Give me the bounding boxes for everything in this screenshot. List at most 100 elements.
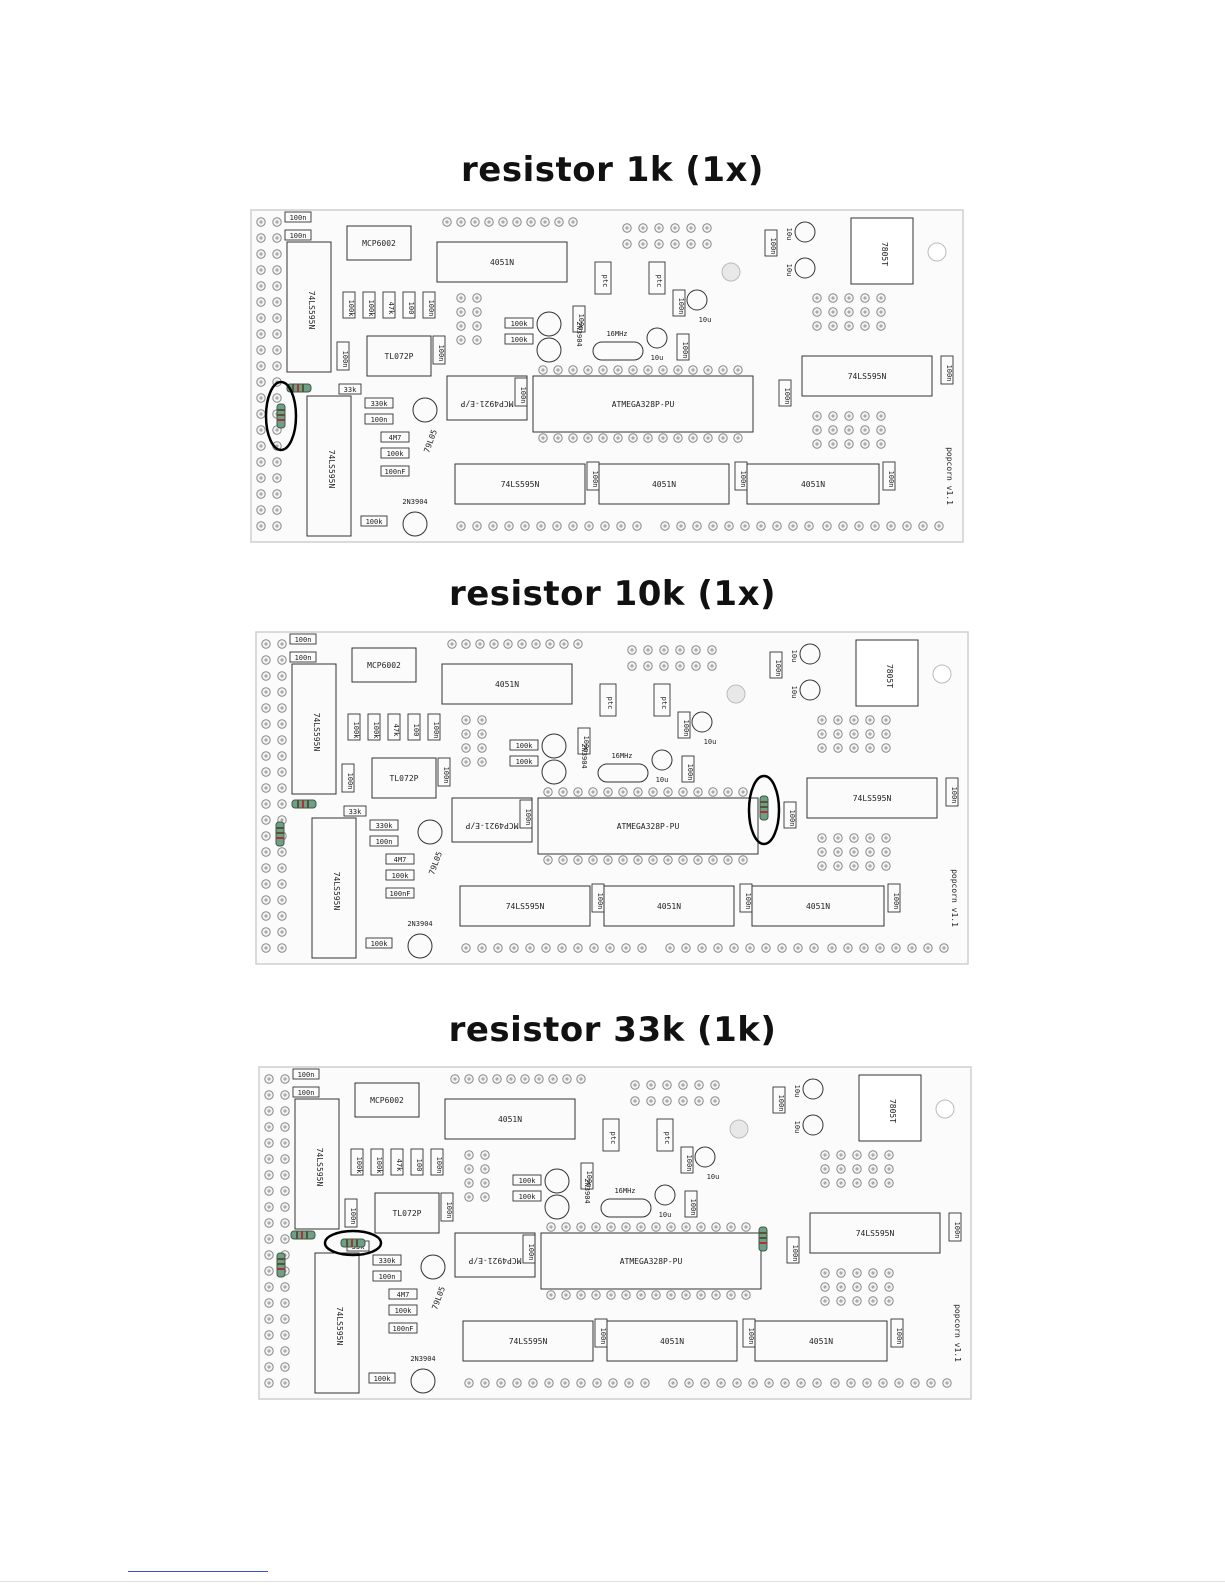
component-footprint: 100n [783, 801, 797, 829]
pad-hole [259, 476, 263, 480]
pad-hole [283, 1109, 287, 1113]
component-footprint: 100k [360, 515, 388, 527]
pad-hole [863, 442, 867, 446]
pad-hole [815, 310, 819, 314]
pad-hole [551, 1077, 555, 1081]
ic-outline [441, 663, 573, 705]
pad-hole [671, 1381, 675, 1385]
component-label: 100n [686, 764, 694, 781]
pad-hole [855, 1299, 859, 1303]
ic-74ls595-left-bottom: 74LS595N [311, 817, 357, 959]
pad-hole [499, 1381, 503, 1385]
pad-hole [841, 524, 845, 528]
pad-hole [543, 220, 547, 224]
pad-hole [836, 850, 840, 854]
footprint-outline [284, 211, 312, 223]
pad-hole [855, 1167, 859, 1171]
crystal-label: 16MHz [606, 330, 627, 338]
pad-hole [662, 664, 666, 668]
ic-label: 4051N [652, 480, 676, 489]
pad-hole [868, 836, 872, 840]
ic-label: 4051N [660, 1337, 684, 1346]
pad-hole [879, 414, 883, 418]
component-label: 100n [591, 471, 599, 488]
ic-label: ATMEGA328P-PU [612, 400, 675, 409]
component-footprint: 100n [882, 461, 896, 491]
pad-hole [264, 866, 268, 870]
footprint-outline [940, 355, 954, 385]
pad-hole [868, 864, 872, 868]
pad-hole [283, 1317, 287, 1321]
pad-hole [264, 946, 268, 950]
pad-hole [280, 642, 284, 646]
ic-label: 4051N [806, 902, 830, 911]
pad-hole [491, 524, 495, 528]
pad-hole [665, 1083, 669, 1087]
crystal-footprint [592, 341, 644, 361]
component-label: 100k [519, 1193, 537, 1201]
pad-hole [887, 1167, 891, 1171]
pad-hole [264, 770, 268, 774]
pad-hole [529, 220, 533, 224]
component-label: 100n [527, 1244, 535, 1261]
pad-hole [726, 858, 730, 862]
component-footprint: 33k [338, 383, 362, 395]
pad-hole [727, 524, 731, 528]
pad-hole [283, 1365, 287, 1369]
footer-link-underline[interactable] [128, 1571, 268, 1572]
pad-hole [796, 946, 800, 950]
pad-hole [576, 642, 580, 646]
footprint-outline [350, 1148, 364, 1176]
pad-hole [496, 946, 500, 950]
pad-hole [863, 414, 867, 418]
ic-label: 4051N [801, 480, 825, 489]
component-footprint: 100k [350, 1148, 364, 1176]
footprint-outline [519, 799, 533, 829]
pad-hole [259, 284, 263, 288]
pad-hole [706, 436, 710, 440]
pad-hole [267, 1285, 271, 1289]
component-label: 100n [298, 1071, 315, 1079]
footprint-outline [769, 651, 783, 679]
ic-outline [801, 355, 933, 397]
pad-hole [624, 1293, 628, 1297]
pad-hole [726, 790, 730, 794]
regulator-outline [855, 639, 919, 707]
pad-hole [643, 1381, 647, 1385]
pad-hole [267, 1253, 271, 1257]
pad-hole [783, 1381, 787, 1385]
pad-hole [942, 946, 946, 950]
step-title-1k: resistor 1k (1x) [461, 150, 764, 190]
ic-label: MCP4921-E/P [465, 821, 518, 830]
component-footprint: 100n [948, 1212, 962, 1242]
pad-hole [847, 414, 851, 418]
component-footprint: 100 [402, 291, 416, 319]
pad-hole [676, 368, 680, 372]
footprint-outline [572, 305, 586, 333]
pad-hole [839, 1285, 843, 1289]
voltage-regulator-footprint [412, 397, 438, 423]
color-band [277, 1268, 285, 1270]
ic-74ls595-left-top: 74LS595N [291, 663, 337, 795]
pad-hole [445, 220, 449, 224]
pad-hole [705, 242, 709, 246]
footprint-outline [440, 1192, 454, 1222]
regulator-label: 7805T [888, 1099, 897, 1123]
footprint-outline [677, 711, 691, 739]
pad-hole [264, 818, 268, 822]
component-label: 100n [427, 300, 435, 317]
footprint-outline [680, 1146, 694, 1174]
component-label: 100n [290, 232, 307, 240]
component-label: 100n [774, 660, 782, 677]
pad-hole [275, 476, 279, 480]
footprint-outline [656, 1118, 674, 1152]
component-footprint: 100n [739, 883, 753, 913]
footprint-outline [347, 713, 361, 741]
pad-hole [714, 1225, 718, 1229]
pad-hole [630, 664, 634, 668]
footprint-outline [742, 1318, 756, 1348]
ic-outline [454, 463, 586, 505]
transistor-footprint [536, 311, 562, 337]
component-footprint: 100n [684, 1190, 698, 1218]
footprint-outline [945, 777, 959, 807]
